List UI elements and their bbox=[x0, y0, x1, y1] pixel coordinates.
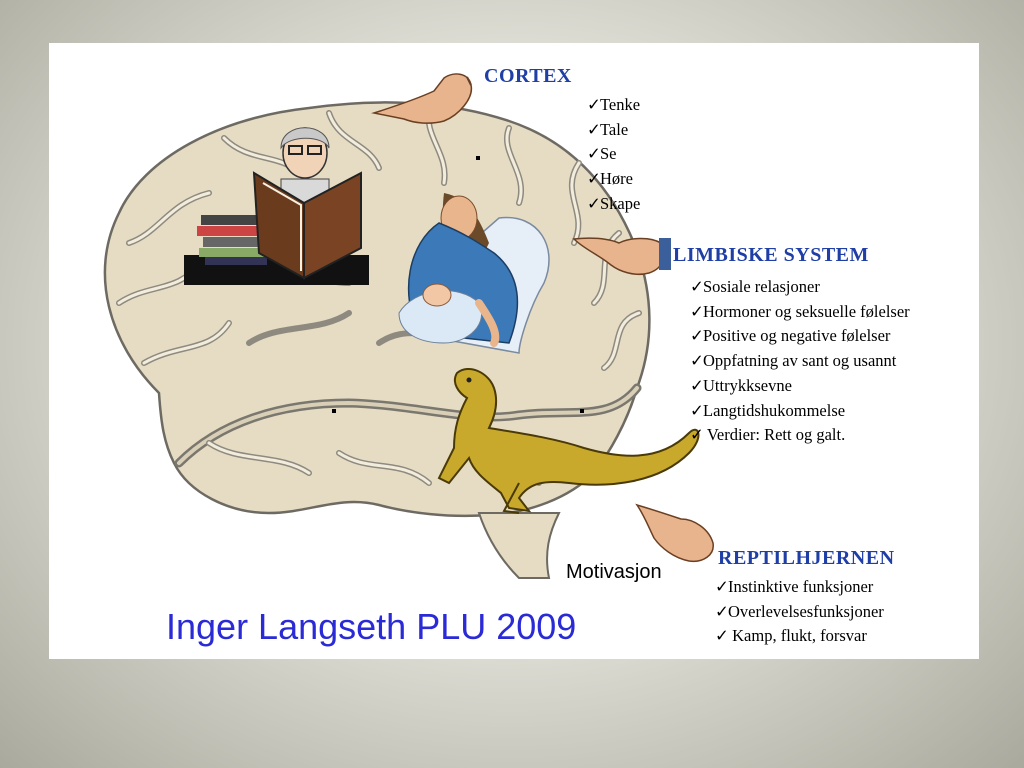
check-icon: ✓ bbox=[715, 577, 729, 596]
limbic-heading: LIMBISKE SYSTEM bbox=[673, 244, 869, 266]
cortex-list: ✓Tenke ✓Tale ✓Se ✓Høre ✓Skape bbox=[587, 93, 640, 217]
check-icon: ✓ bbox=[587, 144, 601, 164]
check-icon: ✓ bbox=[587, 119, 601, 139]
list-item: ✓Høre bbox=[587, 167, 640, 192]
list-item: ✓Positive og negative følelser bbox=[690, 324, 910, 349]
list-item: ✓Sosiale relasjoner bbox=[690, 275, 910, 300]
check-icon: ✓ bbox=[715, 601, 729, 621]
list-item: ✓Hormoner og seksuelle følelser bbox=[690, 300, 910, 325]
pointing-hand-icon[interactable] bbox=[572, 237, 671, 276]
check-icon: ✓ bbox=[587, 169, 601, 189]
lizard-figure bbox=[437, 368, 700, 514]
list-item: ✓Se bbox=[587, 142, 640, 167]
check-icon: ✓ bbox=[690, 277, 704, 296]
check-icon: ✓ bbox=[690, 425, 704, 445]
motivation-label: Motivasjon bbox=[566, 561, 662, 583]
list-item: ✓Tale bbox=[587, 118, 640, 143]
mother-baby-figure bbox=[398, 193, 550, 354]
brain-illustration bbox=[103, 73, 714, 579]
check-icon: ✓ bbox=[587, 95, 601, 114]
check-icon: ✓ bbox=[690, 351, 704, 371]
check-icon: ✓ bbox=[690, 400, 704, 420]
professor-reading-figure bbox=[184, 127, 369, 285]
list-item: ✓Uttrykksevne bbox=[690, 374, 910, 399]
reptile-list: ✓Instinktive funksjoner ✓Overlevelsesfun… bbox=[715, 575, 884, 649]
cortex-heading: CORTEX bbox=[484, 65, 572, 87]
list-item: ✓Langtidshukommelse bbox=[690, 399, 910, 424]
check-icon: ✓ bbox=[690, 301, 704, 321]
list-item: ✓Oppfatning av sant og usannt bbox=[690, 349, 910, 374]
list-item: ✓Skape bbox=[587, 192, 640, 217]
slide-title: Inger Langseth PLU 2009 bbox=[166, 606, 577, 647]
list-item: ✓ Kamp, flukt, forsvar bbox=[715, 624, 884, 649]
list-item: ✓ Verdier: Rett og galt. bbox=[690, 423, 910, 448]
check-icon: ✓ bbox=[587, 193, 601, 213]
check-icon: ✓ bbox=[690, 326, 704, 346]
brain-shape bbox=[103, 101, 651, 579]
slide: CORTEX ✓Tenke ✓Tale ✓Se ✓Høre ✓Skape LIM… bbox=[49, 43, 979, 659]
list-item: ✓Instinktive funksjoner bbox=[715, 575, 884, 600]
check-icon: ✓ bbox=[690, 375, 704, 395]
pointing-hand-icon[interactable] bbox=[371, 73, 473, 124]
pointing-hand-icon[interactable] bbox=[635, 503, 714, 563]
list-item: ✓Overlevelsesfunksjoner bbox=[715, 600, 884, 625]
limbic-list: ✓Sosiale relasjoner ✓Hormoner og seksuel… bbox=[690, 275, 910, 448]
list-item: ✓Tenke bbox=[587, 93, 640, 118]
reptile-heading: REPTILHJERNEN bbox=[718, 547, 895, 569]
check-icon: ✓ bbox=[715, 626, 729, 646]
